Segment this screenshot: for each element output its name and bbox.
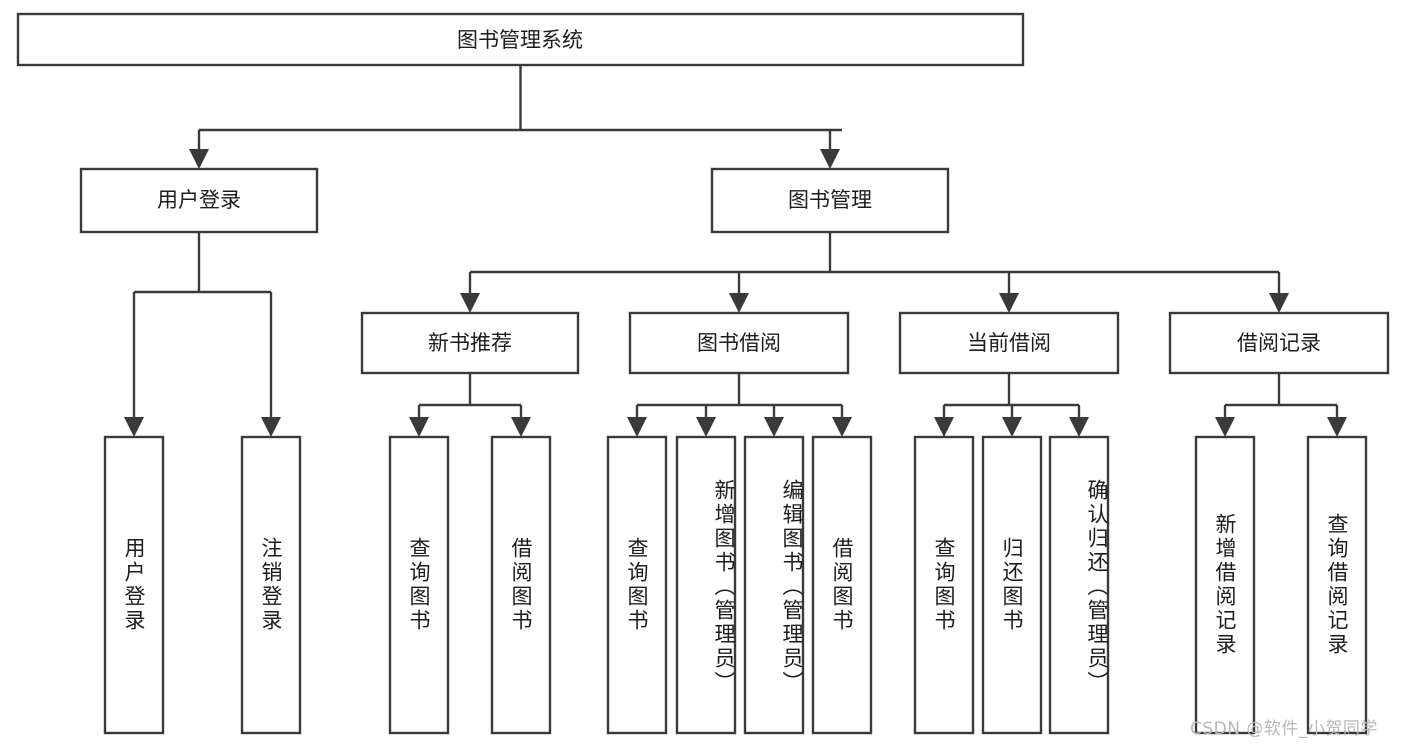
node-label-book-borrow: 图书借阅 [697,331,781,355]
connector-group-record-to-leaves [1215,373,1347,437]
connector-group-root-to-level2 [189,65,842,169]
arrow-to-user-login [189,149,209,169]
arrow-to-leaf-10 [1069,417,1089,437]
leaf-box-11[interactable] [1194,435,1256,735]
arrow-to-book-mgmt [820,149,840,169]
node-label-root: 图书管理系统 [457,28,583,52]
node-label-book-management: 图书管理 [788,188,872,212]
arrow-to-leaf-2 [409,417,429,437]
node-box-root[interactable] [16,12,1025,67]
connector-group-borrow-to-leaves [627,373,852,437]
leaf-box-2[interactable] [388,435,450,735]
node-label-current-borrow: 当前借阅 [967,331,1051,355]
leaf-box-6[interactable] [743,435,805,735]
arrow-to-leaf-5 [696,417,716,437]
arrow-to-leaf-3 [511,417,531,437]
arrow-to-current [999,293,1019,313]
csdn-watermark: CSDN @软件_小贺同学 [1190,719,1378,739]
connector-group-usermgmt-to-leaves [124,232,281,437]
leaf-box-5[interactable] [675,435,737,735]
node-box-book-management[interactable] [710,167,950,234]
connector-group-bookmgmt-to-level3 [460,232,1289,313]
arrow-to-newbook [460,293,480,313]
arrow-to-leaf-11 [1215,417,1235,437]
node-label-new-book-recommend: 新书推荐 [428,331,512,355]
arrow-to-leaf-0 [124,417,144,437]
arrow-to-leaf-8 [934,417,954,437]
arrow-to-record [1269,293,1289,313]
leaf-box-9[interactable] [981,435,1043,735]
node-box-book-borrow[interactable] [628,311,850,375]
node-box-user-login[interactable] [79,167,319,234]
node-label-user-login: 用户登录 [157,188,241,212]
leaf-box-10[interactable] [1048,435,1110,735]
leaf-box-1[interactable] [240,435,302,735]
arrow-to-leaf-6 [764,417,784,437]
node-box-borrow-record[interactable] [1168,311,1390,375]
arrow-to-leaf-4 [627,417,647,437]
connector-group-current-to-leaves [934,373,1089,437]
leaf-box-12[interactable] [1306,435,1368,735]
leaf-box-3[interactable] [490,435,552,735]
leaf-box-0[interactable] [103,435,165,735]
node-box-current-borrow[interactable] [898,311,1120,375]
arrow-to-leaf-12 [1327,417,1347,437]
connector-group-newbook-to-leaves [409,373,531,437]
leaf-box-7[interactable] [811,435,873,735]
arrow-to-borrow [729,293,749,313]
node-label-borrow-record: 借阅记录 [1237,331,1321,355]
arrow-to-leaf-1 [261,417,281,437]
arrow-to-leaf-7 [832,417,852,437]
leaf-box-8[interactable] [913,435,975,735]
node-box-new-book-recommend[interactable] [360,311,580,375]
arrow-to-leaf-9 [1002,417,1022,437]
leaf-box-4[interactable] [606,435,668,735]
